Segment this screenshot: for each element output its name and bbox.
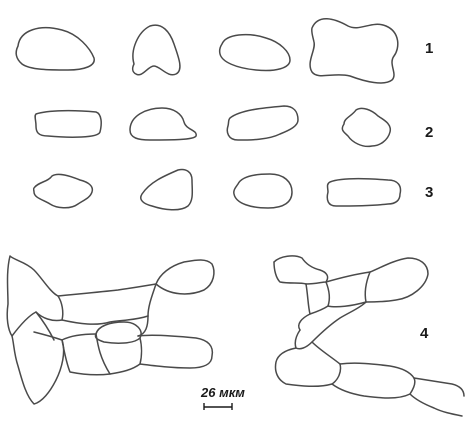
cell-row3-a: [34, 174, 93, 207]
row-label-1: 1: [425, 41, 433, 56]
cell-row2-d: [342, 108, 390, 146]
tissue-fragment-left: [7, 256, 214, 404]
tissue-fragment-right: [274, 256, 464, 416]
cell-row2-b: [130, 108, 196, 140]
cell-row1-c: [220, 35, 290, 71]
row-label-4: 4: [420, 326, 428, 341]
cell-row3-c: [234, 174, 292, 208]
cell-row1-d: [310, 19, 398, 83]
row-label-2: 2: [425, 125, 433, 140]
cell-row2-a: [35, 111, 101, 138]
cell-row2-c: [227, 106, 298, 140]
scale-bar-label: 26 мкм: [201, 386, 245, 399]
cell-row3-b: [141, 169, 193, 209]
cell-row1-b: [133, 25, 180, 75]
cell-row1-a: [16, 28, 94, 70]
cell-row3-d: [327, 179, 400, 206]
row-label-3: 3: [425, 185, 433, 200]
